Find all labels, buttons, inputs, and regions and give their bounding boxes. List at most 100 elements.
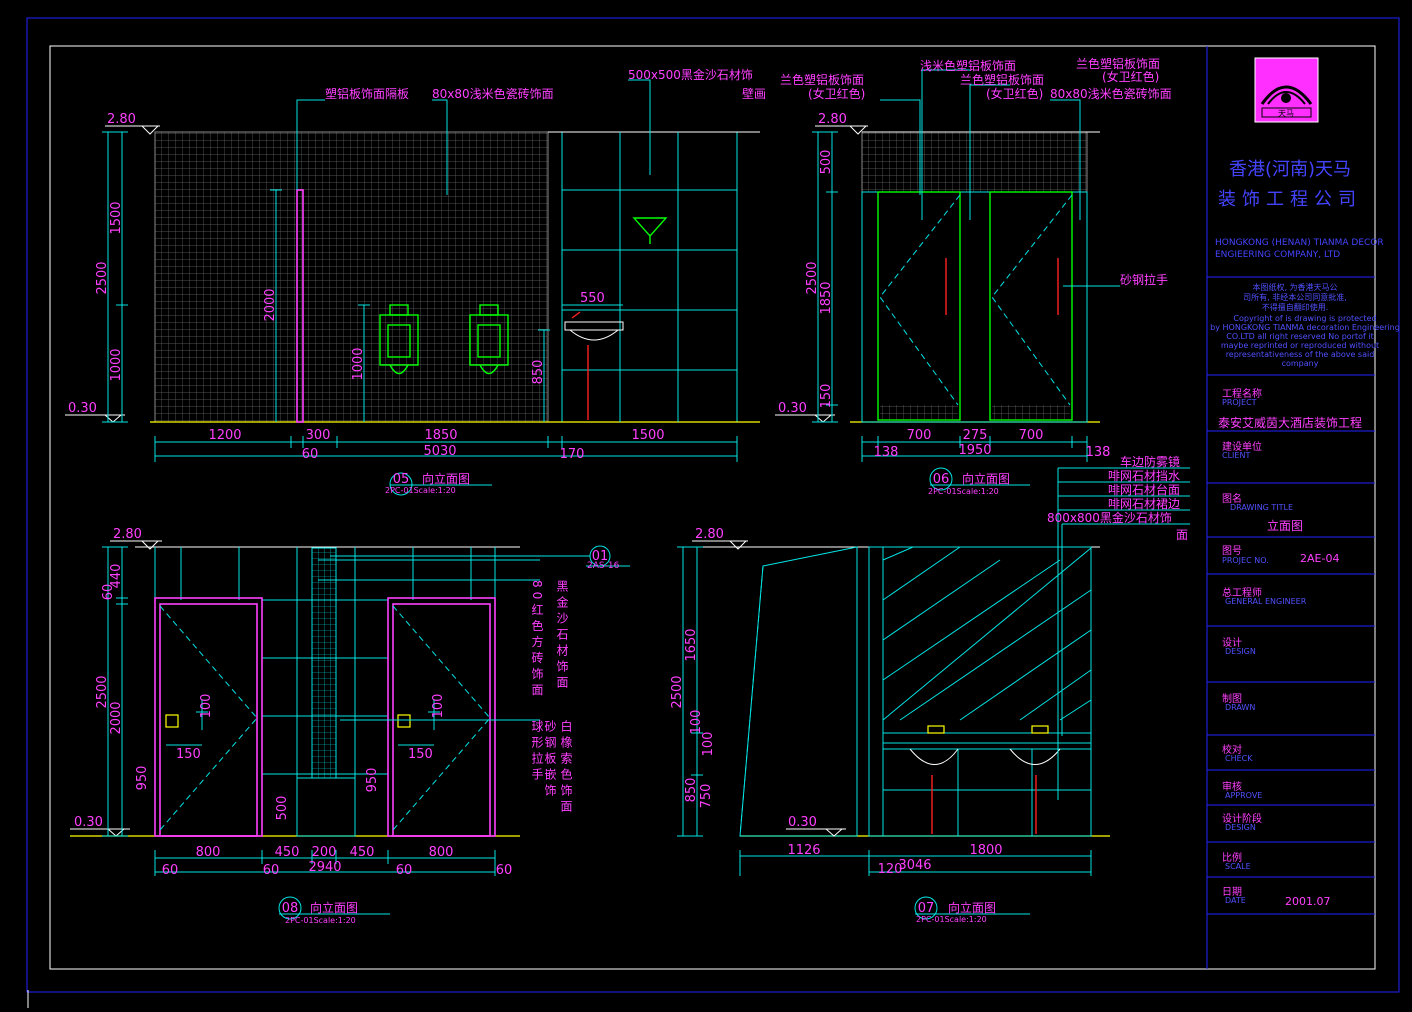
drawing-label: 06	[933, 472, 950, 487]
drawing-label: maybe reprinted or reproduced without	[1221, 341, 1379, 350]
drawing-label: 啡网石材台面	[1108, 482, 1180, 497]
level-top: 2.80	[107, 112, 136, 127]
drawing-label: 60	[263, 863, 280, 878]
drawing-label: 150	[176, 747, 201, 762]
drawing-label: 440	[109, 564, 124, 589]
drawing-label: 275	[963, 428, 988, 443]
drawing-label: 1000	[351, 347, 366, 380]
drawing-label: 100	[431, 694, 446, 719]
drawing-label: 60	[396, 863, 413, 878]
drawing-label: 2.80	[695, 527, 724, 542]
note-vertical: 球形拉手	[530, 720, 544, 784]
drawing-label: 向立面图	[962, 471, 1010, 486]
design-label: 设计	[1222, 636, 1242, 649]
drawing-label: by HONGKONG TIANMA decoration Engineerin…	[1210, 323, 1400, 332]
drawn-label: 制图	[1222, 692, 1242, 705]
drawing-label: 1950	[958, 443, 991, 458]
approve-label: 审核	[1222, 780, 1242, 793]
drawing-label: 950	[135, 766, 150, 791]
drawing-label: 850	[684, 778, 699, 803]
drawing-label: 2PC-01Scale:1:20	[385, 486, 456, 495]
number-value: 2AE-04	[1300, 552, 1339, 565]
drawing-label: 2.80	[113, 527, 142, 542]
drawing-label: 1500	[109, 201, 124, 234]
number-label: 图号	[1222, 545, 1242, 557]
drawing-label: 0.30	[788, 815, 817, 830]
note-vertical: 白橡索色饰面	[559, 719, 573, 816]
drawing-label: 170	[560, 447, 585, 462]
company-name-line1: 香港(河南)天马	[1229, 159, 1351, 180]
drawing-label: 150	[408, 747, 433, 762]
drawing-label: PROJEC NO.	[1222, 556, 1269, 565]
inner-frame	[49, 45, 1376, 970]
drawing-label: PROJECT	[1222, 398, 1257, 407]
view-number: 05	[393, 472, 410, 487]
drawing-label: 138	[874, 445, 899, 460]
view-title: 向立面图	[422, 471, 470, 486]
drawing-label: 1000	[109, 348, 124, 381]
elevation-05: 塑铝板饰面隔板 80x80浅米色瓷砖饰面 500x500黑金沙石材饰 壁画 2.…	[65, 67, 766, 496]
drawing-label: 0.30	[74, 815, 103, 830]
elevation-06: 兰色塑铝板饰面 (女卫红色) 浅米色塑铝板饰面 兰色塑铝板饰面 (女卫红色) 兰…	[775, 56, 1172, 496]
drawing-label: 60	[302, 447, 319, 462]
drawing-label: 面	[1176, 528, 1188, 542]
drawing-label: 司所有, 非经本公司同意批准,	[1243, 292, 1347, 302]
drawing-label: 750	[699, 784, 714, 809]
drawing-label: 120	[878, 862, 903, 877]
drawing-label: 80x80浅米色瓷砖饰面	[432, 86, 554, 101]
drawing-label: 塑铝板饰面隔板	[325, 86, 409, 101]
drawing-label: 60	[162, 863, 179, 878]
drawing-label: 2AS-16	[587, 561, 620, 571]
drawing-label: CO.LTD all right reserved No portof it	[1226, 332, 1373, 341]
company-name-en-line2: ENGIEERING COMPANY, LTD	[1215, 250, 1340, 260]
drawing-label: 1850	[819, 281, 834, 314]
drawing-label: DRAWN	[1225, 703, 1255, 712]
drawing-label: 本图纸权, 为香港天马公	[1252, 282, 1337, 292]
drawing-label: 0.30	[778, 401, 807, 416]
wash-basin	[564, 311, 624, 420]
drawing-label: 950	[365, 768, 380, 793]
drawing-label: 80x80浅米色瓷砖饰面	[1050, 86, 1172, 101]
drawing-label: CHECK	[1225, 754, 1253, 763]
drawing-label: 向立面图	[310, 900, 358, 915]
drawing-label: 2500	[670, 675, 685, 708]
drawing-label: 700	[1019, 428, 1044, 443]
drawing-label: representativeness of the above said	[1226, 350, 1375, 359]
drawing-label: 啡网石材裙边	[1108, 497, 1180, 511]
drawing-label: 3046	[898, 858, 931, 873]
drawing-label: 2PC-01Scale:1:20	[285, 916, 356, 925]
drawing-label: (女卫红色)	[1102, 69, 1159, 84]
drawing-label: 08	[282, 901, 299, 916]
drawing-label: DESIGN	[1225, 647, 1256, 656]
drawing-title-value: 立面图	[1267, 518, 1303, 533]
drawing-label: 500x500黑金沙石材饰	[628, 67, 753, 82]
drawing-label: 车边防雾镜	[1120, 454, 1180, 469]
drawing-label: 60	[496, 863, 513, 878]
drawing-label: 砂钢拉手	[1120, 272, 1168, 287]
drawing-label: 不得擅自翻印使用.	[1262, 302, 1329, 312]
drawing-label: 啡网石材挡水	[1108, 469, 1180, 483]
drawing-label: APPROVE	[1225, 791, 1262, 800]
drawing-label: company	[1282, 359, 1319, 368]
drawing-label: 300	[306, 428, 331, 443]
drawing-label: 500	[819, 150, 834, 175]
outer-frame	[26, 17, 1400, 993]
elevation-07: 车边防雾镜 啡网石材挡水 啡网石材台面 啡网石材裙边 800x800黑金沙石材饰…	[670, 454, 1190, 924]
company-name-en-line1: HONGKONG (HENAN) TIANMA DECOR	[1215, 238, 1384, 248]
logo-text: 天马	[1278, 109, 1294, 118]
company-logo: 天马	[1254, 57, 1319, 123]
title-block: 天马 香港(河南)天马 装饰工程公司 HONGKONG (HENAN) TIAN…	[1206, 46, 1400, 969]
engineer-label: 总工程师	[1222, 586, 1262, 599]
project-label: 工程名称	[1222, 387, 1262, 400]
project-value: 泰安艾威茵大酒店装饰工程	[1218, 415, 1362, 430]
check-label: 校对	[1222, 743, 1242, 756]
drawing-label: DESIGN	[1225, 823, 1256, 832]
drawing-label: 100	[689, 710, 704, 735]
drawing-label: 1200	[208, 428, 241, 443]
drawing-label: 向立面图	[948, 900, 996, 915]
drawing-label: SCALE	[1225, 862, 1251, 871]
drawing-label: 2940	[308, 860, 341, 875]
drawing-label: 01	[592, 549, 609, 564]
drawing-label: 500	[275, 796, 290, 821]
